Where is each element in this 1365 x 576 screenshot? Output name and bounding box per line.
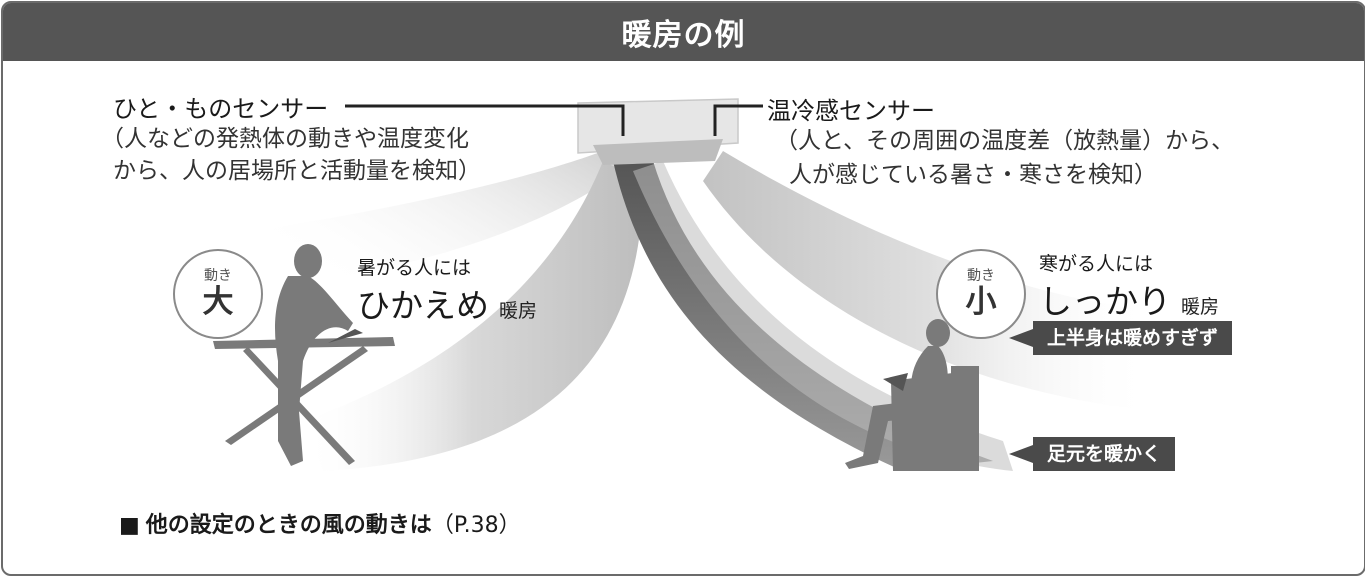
left-caption-big-row: ひかえめ暖房 <box>357 279 537 327</box>
header-bar: 暖房の例 <box>3 3 1364 61</box>
left-sensor-title: ひと・ものセンサー <box>113 95 329 123</box>
footer-text: 他の設定のときの風の動きは <box>145 513 432 538</box>
tag-upper-body: 上半身は暖めすぎず <box>1008 321 1233 355</box>
air-conditioner-illustration <box>577 98 739 165</box>
right-sensor-desc-line1: （人と、その周囲の温度差（放熱量）から、 <box>775 128 1235 154</box>
right-caption-suffix: 暖房 <box>1181 296 1220 318</box>
movement-badge-small: 動き 小 <box>936 249 1026 339</box>
movement-badge-large: 動き 大 <box>173 249 263 339</box>
left-sensor-desc-line2: から、人の居場所と活動量を検知） <box>113 158 481 184</box>
left-sensor-desc-line1: （人などの発熱体の動きや温度変化 <box>101 126 469 152</box>
page-title: 暖房の例 <box>621 18 746 53</box>
airflow-left-upper <box>243 151 623 291</box>
footer-reference: ■他の設定のときの風の動きは（P.38） <box>119 507 521 539</box>
right-caption-small: 寒がる人には <box>1039 253 1154 275</box>
person-reading-illustration <box>845 319 979 471</box>
badge-value: 大 <box>202 284 234 320</box>
square-bullet-icon: ■ <box>119 513 140 538</box>
heating-illustration <box>213 98 1153 471</box>
airflow-left-lower <box>303 161 643 471</box>
right-caption-big-row: しっかり暖房 <box>1039 275 1219 323</box>
sensor-leader-lines <box>345 104 763 136</box>
badge-label: 動き <box>967 268 995 284</box>
badge-value: 小 <box>965 284 997 320</box>
right-sensor-desc-line2: 人が感じている暑さ・寒さを検知） <box>789 162 1157 188</box>
tag-feet: 足元を暖かく <box>1008 437 1176 471</box>
footer-page-ref[interactable]: （P.38） <box>431 513 521 538</box>
left-caption-small: 暑がる人には <box>357 257 472 279</box>
left-caption-big: ひかえめ <box>357 286 489 325</box>
badge-label: 動き <box>204 268 232 284</box>
left-caption-suffix: 暖房 <box>499 300 538 322</box>
right-sensor-title: 温冷感センサー <box>767 97 935 125</box>
right-caption-big: しっかり <box>1039 282 1171 321</box>
person-ironing-illustration <box>213 244 395 466</box>
